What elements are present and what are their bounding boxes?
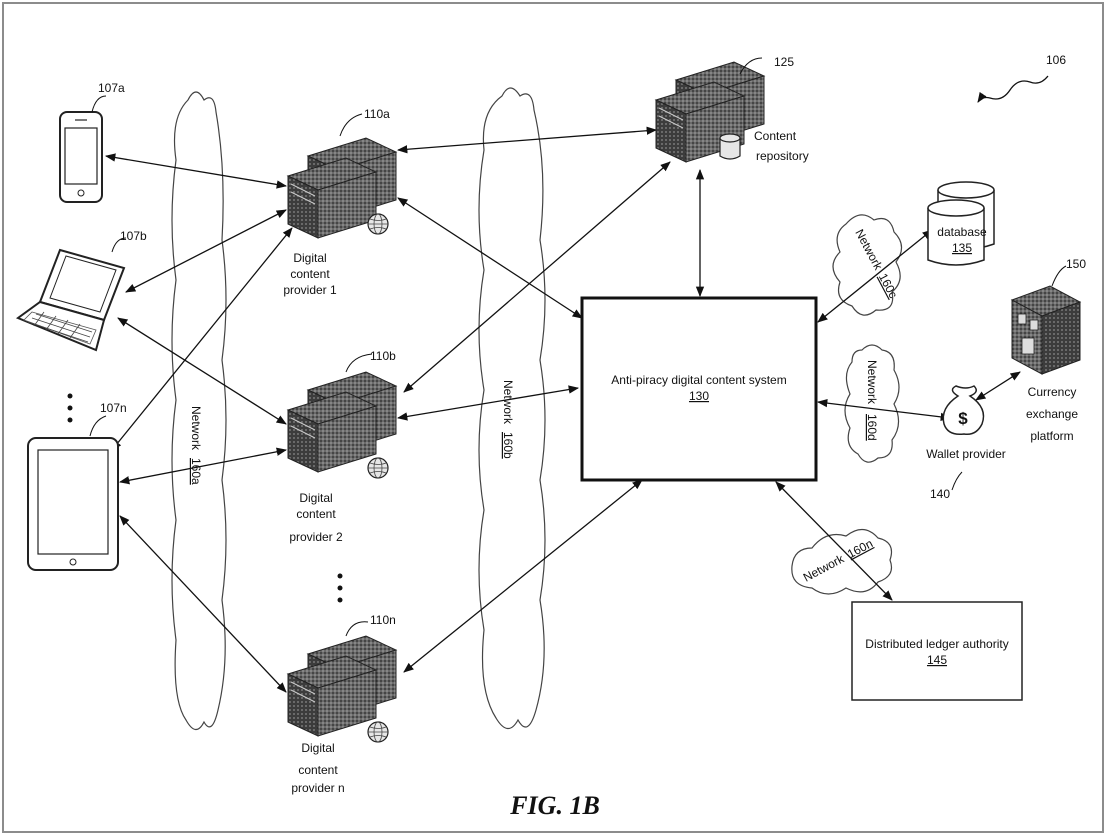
device-ellipsis [67,393,73,423]
provider-1-line3: provider 1 [283,283,337,297]
repository-line1: Content [754,129,797,143]
svg-text:160a: 160a [189,458,203,485]
database-label: database [937,225,987,239]
money-bag-icon: $ [942,385,985,436]
arrow-p2-repo [403,161,671,393]
exchange-line2: exchange [1026,407,1078,421]
exchange-line3: platform [1030,429,1073,443]
arrow-laptop-p1 [125,209,287,293]
arrow-system-wallet [816,398,952,422]
provider-2-ref: 110b [370,349,396,363]
arrow-pn-system [403,479,643,673]
connection-arrows [104,126,1021,693]
svg-text:Network: Network [189,406,203,451]
repository-ref: 125 [774,55,794,69]
provider-2-line1: Digital [299,491,332,505]
ledger-ref: 145 [927,653,947,667]
server-icon-repository [655,61,765,163]
ledger-authority-box [851,601,1023,701]
repository-line2: repository [756,149,809,163]
laptop-ref: 107b [120,229,147,243]
arrow-system-ledger [775,481,893,601]
provider-n-line2: content [298,763,338,777]
dollar-sign: $ [958,409,968,428]
arrow-tablet-p2 [118,447,288,485]
provider-ellipsis [337,573,343,603]
phone-ref: 107a [98,81,125,95]
arrow-p1-system [397,197,583,319]
arrow-system-database [817,229,933,323]
ref-106-arrow [977,75,1049,103]
provider-1-line1: Digital [293,251,326,265]
database-ref: 135 [952,241,972,255]
provider-1-ref: 110a [364,107,390,121]
network-160d-label: Network 160d [865,360,879,441]
wallet-ref: 140 [930,487,950,501]
provider-n-line3: provider n [291,781,344,795]
provider-n-ref: 110n [370,613,396,627]
arrow-wallet-exchange [975,371,1021,401]
arrow-p2-system [396,385,580,421]
server-icon-provider-2 [287,371,397,479]
network-160a-label: Network 160a [189,406,203,485]
arrow-tablet-pn [119,515,287,693]
wallet-label: Wallet provider [926,447,1006,461]
tablet-ref: 107n [100,401,127,415]
svg-text:160d: 160d [865,414,879,441]
database-icon [927,181,995,266]
server-icon-provider-n [287,635,397,743]
svg-text:Network: Network [865,360,879,405]
ledger-title: Distributed ledger authority [865,637,1008,651]
provider-2-line3: provider 2 [289,530,343,544]
svg-text:160b: 160b [501,432,515,459]
building-icon [1010,285,1082,375]
tablet-icon [27,437,119,571]
figure-caption: FIG. 1B [509,791,600,820]
provider-1-line2: content [290,267,330,281]
system-ref: 130 [689,389,709,403]
network-160b-label: Network 160b [501,380,515,459]
anti-piracy-system-box [580,296,818,482]
storage-cylinder-icon [719,133,741,160]
provider-2-line2: content [296,507,336,521]
phone-icon [59,111,103,203]
arrow-tablet-p1 [111,227,293,451]
provider-n-line1: Digital [301,741,334,755]
figure-ref-106: 106 [1046,53,1066,67]
system-title: Anti-piracy digital content system [611,373,786,387]
arrow-phone-p1 [104,153,288,189]
server-icon-provider-1 [287,137,397,239]
laptop-icon [15,248,126,352]
svg-text:Network: Network [501,380,515,425]
arrow-p1-repo [396,126,658,154]
exchange-line1: Currency [1028,385,1077,399]
exchange-ref: 150 [1066,257,1086,271]
